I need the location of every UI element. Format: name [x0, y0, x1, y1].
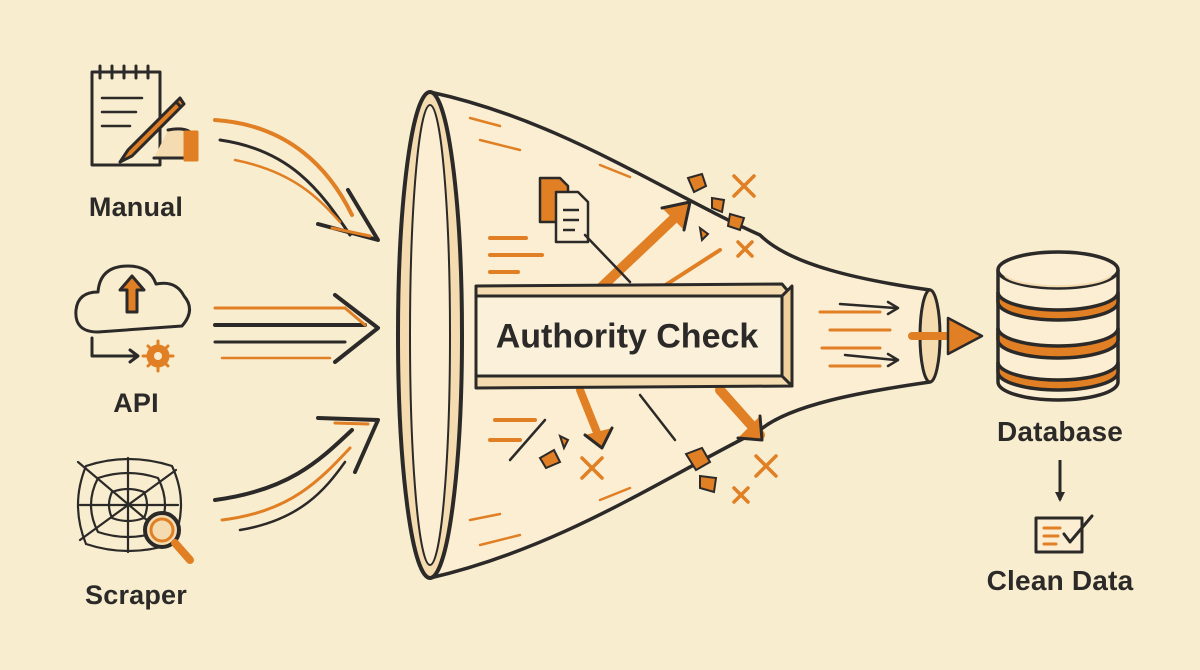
rejection-arrows — [508, 200, 765, 462]
source-label-api: API — [113, 388, 159, 418]
authority-check-band — [474, 282, 794, 390]
rejected-debris — [538, 172, 746, 494]
checked-document-icon — [1034, 514, 1094, 554]
output-label-database: Database — [996, 416, 1124, 447]
scraper-input-arrows — [213, 416, 380, 532]
api-input-arrows — [213, 293, 380, 364]
notepad-pencil-icon — [90, 64, 199, 167]
filter-label: Authority Check — [495, 317, 759, 356]
database-icon — [996, 250, 1120, 402]
spiderweb-magnifier-icon — [76, 456, 194, 564]
reject-x-marks — [580, 174, 778, 504]
manual-input-arrows — [213, 118, 380, 242]
output-label-clean-data: Clean Data — [986, 565, 1134, 596]
cloud-upload-gear-icon — [74, 264, 191, 373]
source-label-scraper: Scraper — [85, 580, 187, 610]
source-label-manual: Manual — [88, 192, 184, 222]
output-arrow — [908, 316, 984, 356]
document-icon — [538, 176, 590, 244]
